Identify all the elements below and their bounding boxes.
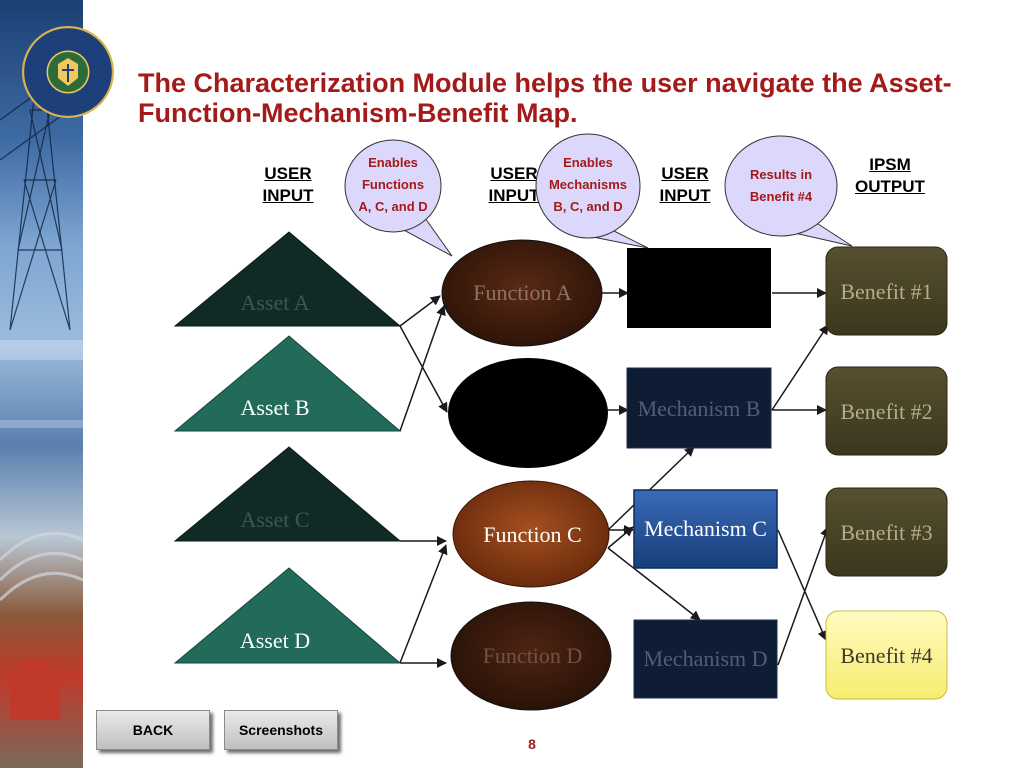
benefit-label-1: Benefit #1 [840, 279, 933, 304]
asset-label-a: Asset A [240, 290, 310, 315]
ipsm-output-header: IPSM OUTPUT [845, 154, 935, 198]
asset-label-b: Asset B [240, 395, 310, 420]
connector-arrow [771, 324, 829, 411]
header-line: USER [490, 164, 538, 183]
user-input-header-2: USER INPUT [474, 163, 554, 207]
bubble-line: Benefit #4 [749, 189, 813, 204]
bubble-line: B, C, and D [553, 199, 623, 214]
function-label-d: Function D [482, 643, 583, 668]
connector-arrow [777, 526, 830, 666]
benefit-label-2: Benefit #2 [840, 399, 933, 424]
slide-title: The Characterization Module helps the us… [138, 68, 952, 128]
asset-label-d: Asset D [239, 628, 311, 653]
function-label-c: Function C [483, 522, 582, 547]
benefit-label-3: Benefit #3 [840, 520, 933, 545]
bubble-line: Enables [368, 155, 418, 170]
connector-arrow [607, 547, 701, 621]
bubble-results-text: Results in Benefit #4 [736, 164, 826, 208]
bubble-functions-text: Enables Functions A, C, and D [353, 152, 433, 218]
header-line: INPUT [262, 186, 314, 205]
power-tower-image [0, 39, 83, 720]
bubble-tail-results [788, 221, 853, 247]
bubble-line: A, C, and D [358, 199, 428, 214]
bubble-line: Enables [563, 155, 613, 170]
connector-arrow [399, 325, 448, 413]
doe-seal-icon [22, 26, 114, 118]
header-line: INPUT [659, 186, 711, 205]
bubble-line: Functions [361, 177, 425, 192]
page-number: 8 [528, 736, 536, 752]
header-line: IPSM [869, 155, 911, 174]
function-ellipse-b [448, 358, 608, 468]
connector-arrow [399, 305, 446, 432]
back-button[interactable]: BACK [96, 710, 210, 750]
user-input-header-3: USER INPUT [645, 163, 725, 207]
header-line: INPUT [488, 186, 540, 205]
connector-arrow [777, 529, 827, 641]
mechanism-label-c: Mechanism C [644, 516, 767, 541]
mechanism-box-a [627, 248, 771, 328]
connector-arrow [399, 295, 441, 327]
header-line: USER [264, 164, 312, 183]
mechanism-label-b: Mechanism B [637, 396, 761, 421]
bubble-tail-mechanisms [587, 229, 649, 249]
header-line: USER [661, 164, 709, 183]
function-label-a: Function A [473, 280, 572, 305]
bubble-line: Mechanisms [548, 177, 628, 192]
decorative-photo-strip [0, 0, 83, 768]
connector-arrow [607, 526, 634, 549]
connector-arrow [399, 544, 448, 664]
bubble-mechanisms-text: Enables Mechanisms B, C, and D [543, 152, 633, 218]
bubble-line: Results in [749, 167, 813, 182]
asset-label-c: Asset C [240, 507, 310, 532]
mechanism-label-d: Mechanism D [643, 646, 768, 671]
benefit-label-4: Benefit #4 [840, 643, 933, 668]
screenshots-button[interactable]: Screenshots [224, 710, 338, 750]
user-input-header-1: USER INPUT [248, 163, 328, 207]
bubble-tail-functions [398, 217, 453, 257]
header-line: OUTPUT [855, 177, 925, 196]
